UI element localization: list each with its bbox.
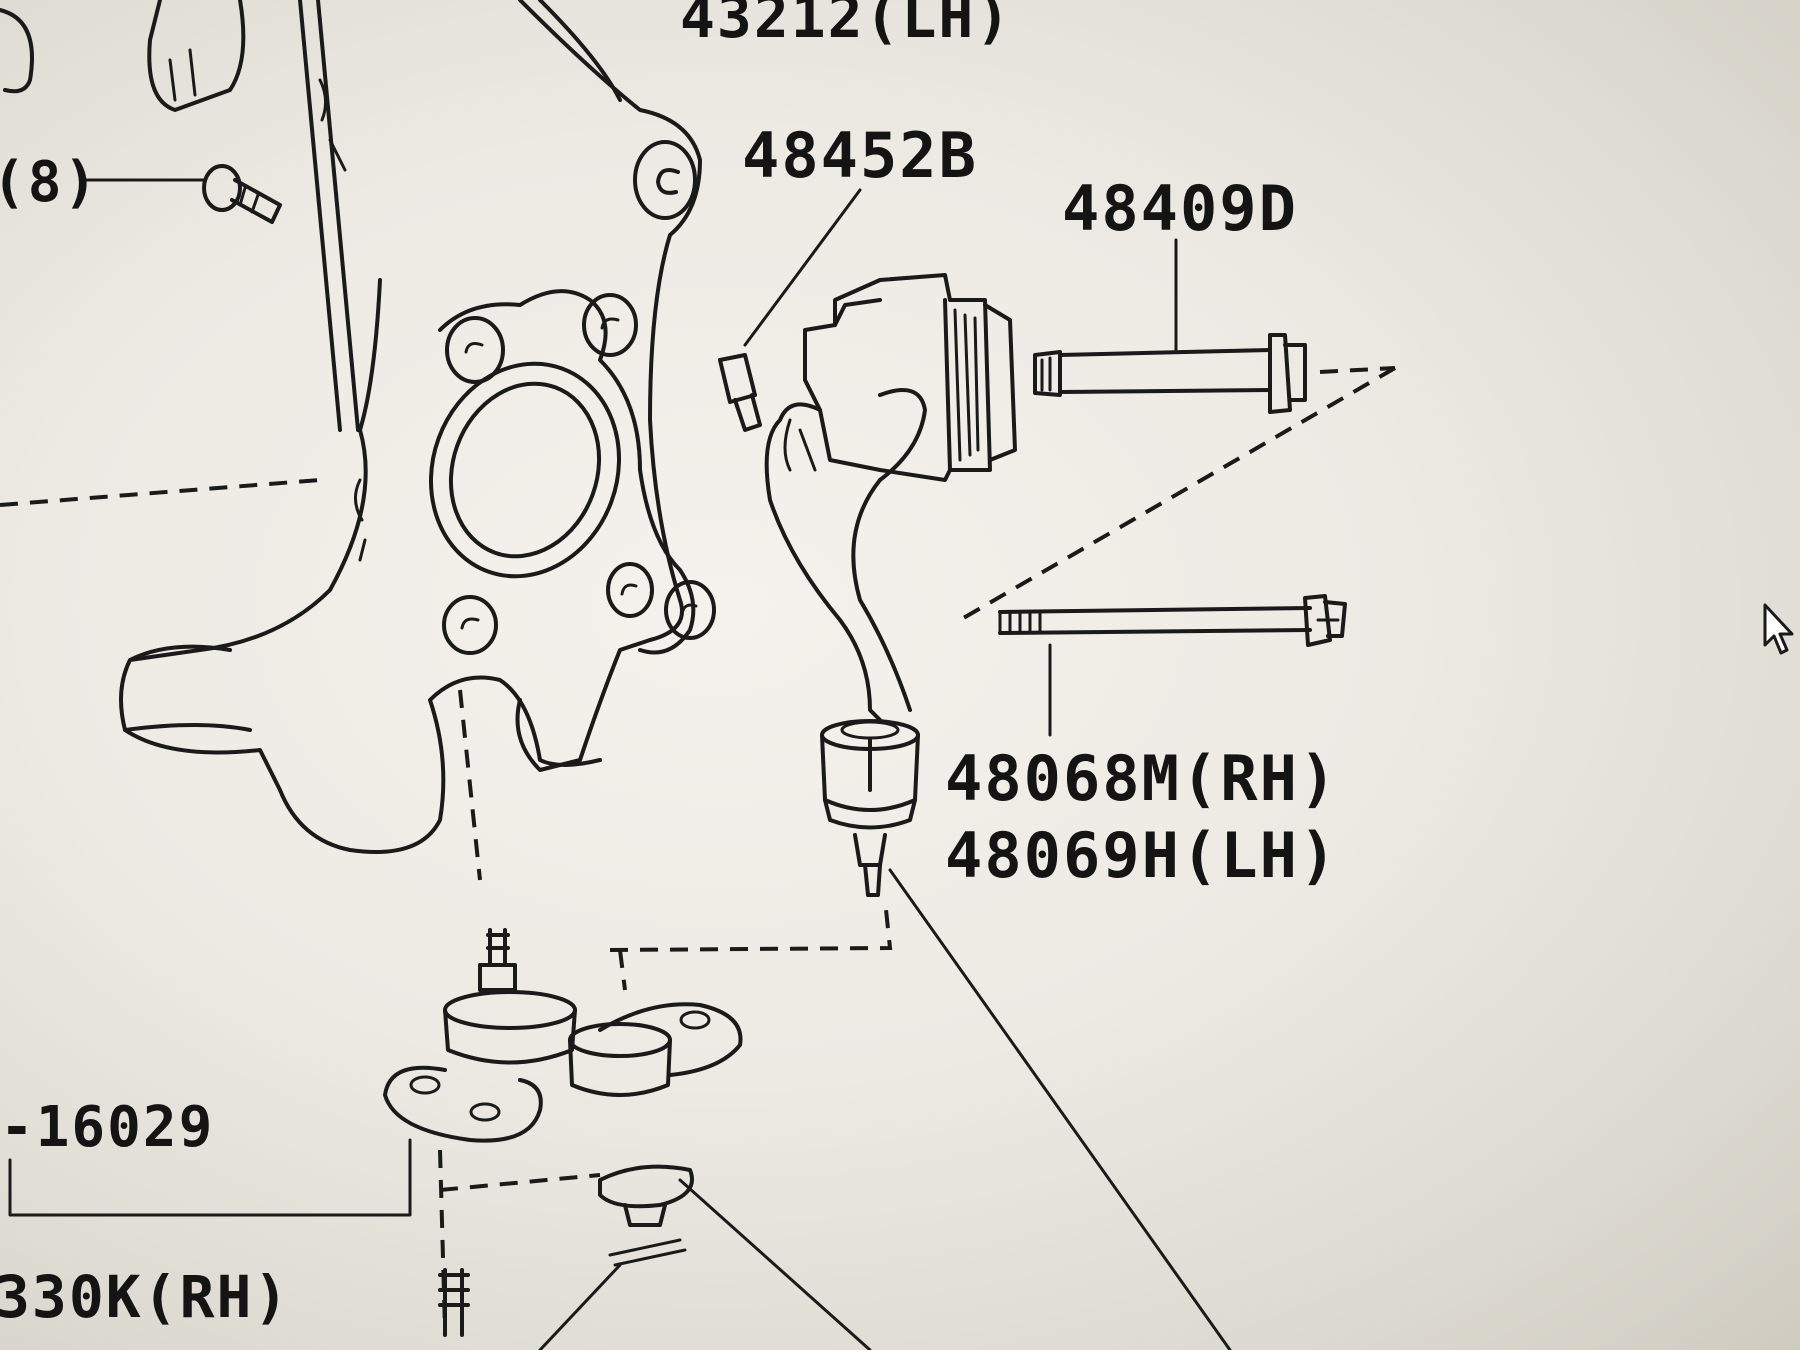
mouse-pointer-icon (1763, 603, 1794, 655)
lower-nut (598, 1164, 872, 1350)
steering-knuckle (119, 0, 716, 854)
strut-rod (298, 0, 360, 432)
top-left-bracket (147, 0, 246, 112)
nut-48452b (718, 353, 762, 432)
bolt-dashline-diagonal (958, 366, 1397, 622)
lower-ball-joint-left (383, 928, 577, 1143)
top-left-fragment (0, 8, 34, 94)
bolt-8 (202, 164, 282, 224)
balljoint-centerline (458, 689, 482, 881)
bolt-48409d (1033, 333, 1307, 414)
arm-ball-joint (820, 719, 920, 897)
label-330k-rh: 330K(RH) (0, 1263, 291, 1331)
nut-48452b-leader (743, 188, 862, 347)
label-48068m-rh: 48068M(RH) (945, 742, 1339, 815)
control-arm (764, 273, 1017, 722)
diagonal-leader (888, 868, 1232, 1350)
label-48069h-lh: 48069H(LH) (945, 819, 1339, 892)
part-16029-leader (8, 1138, 412, 1217)
label-bolt-8: (8) (0, 150, 100, 215)
knuckle-centerline (0, 478, 321, 507)
label-43212-lh: 43212(LH) (680, 0, 1013, 51)
label-48452b: 48452B (742, 119, 978, 192)
label-16029: -16029 (0, 1095, 215, 1160)
label-48409d: 48409D (1062, 172, 1298, 245)
lower-ball-joint-right (568, 1002, 743, 1097)
bolt-dashline-upper (1319, 366, 1396, 374)
lower-bolt (438, 1268, 470, 1337)
bolt-arm-lower (998, 594, 1347, 647)
cotter-pin (608, 1238, 687, 1267)
